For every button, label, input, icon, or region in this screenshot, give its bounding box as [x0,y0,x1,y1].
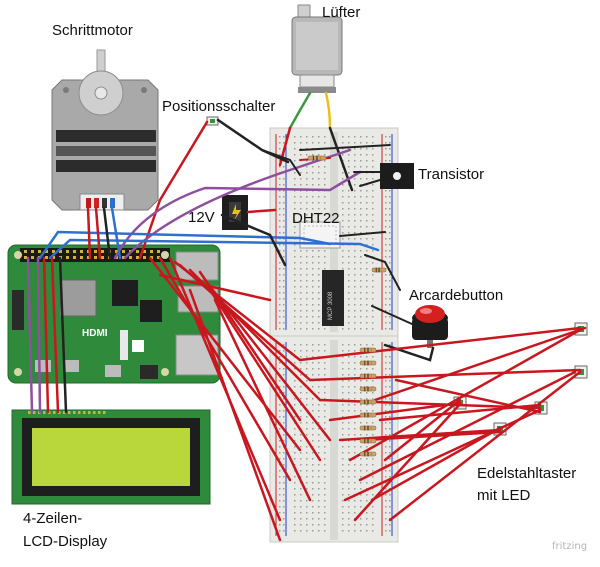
svg-text:HDMI: HDMI [82,328,108,339]
lcd-label-line1: 4-Zeilen- [23,510,83,527]
fan-motor [291,4,343,93]
stepper-motor-label: Schrittmotor [52,22,133,39]
stepper-motor [51,49,159,211]
adc-chip: MCP 3008 [322,270,344,326]
position-switch-label: Positionsschalter [162,98,276,115]
transistor-label: Transistor [418,166,485,183]
stainless-buttons-label-line1: Edelstahltaster [477,465,577,482]
lcd-label-line2: LCD-Display [23,533,108,550]
power-label: 12V [188,209,215,226]
transistor [380,163,414,189]
wires [26,91,587,542]
stainless-buttons-label-line2: mit LED [477,487,531,504]
arcade-button [412,305,448,348]
svg-text:MCP 3008: MCP 3008 [328,291,334,320]
lcd-display [11,409,211,505]
dht-label: DHT22 [292,210,340,227]
position-switch [206,116,219,126]
arcade-button-label: Arcardebutton [409,287,504,304]
fritzing-watermark: fritzing [552,541,588,552]
fan-label: Lüfter [322,4,361,21]
